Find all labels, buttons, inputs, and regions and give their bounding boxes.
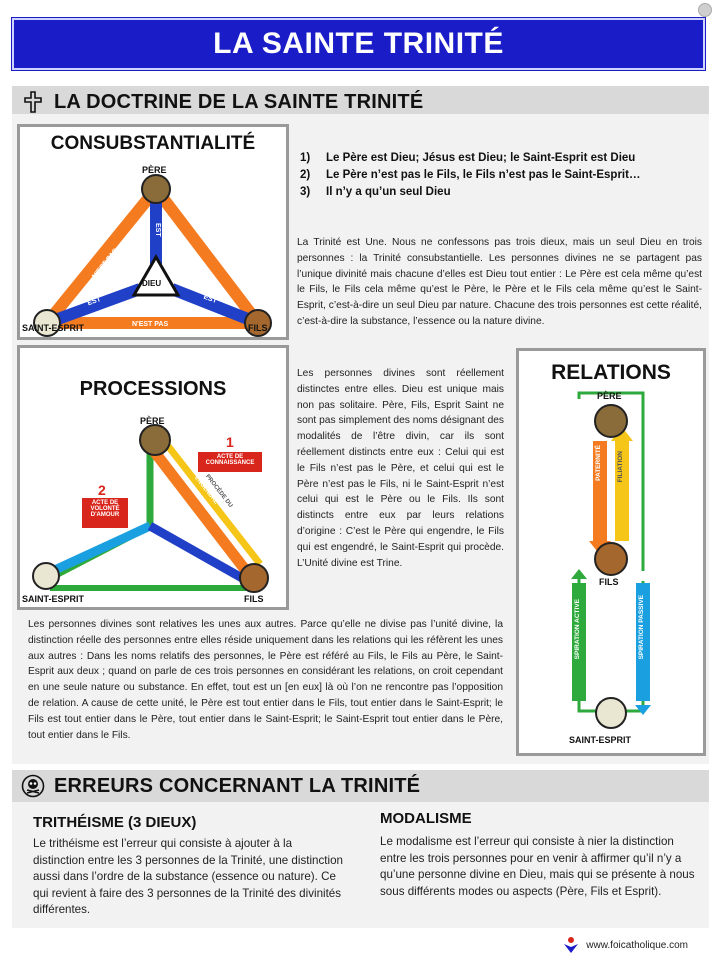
- footer: www.foicatholique.com: [562, 936, 688, 954]
- errors-body: [12, 802, 709, 928]
- consub-pere-label: PÈRE: [142, 165, 167, 175]
- errors-section-header: ERREURS CONCERNANT LA TRINITÉ: [12, 770, 709, 804]
- point-item: 2)Le Père n’est pas le Fils, le Fils n’e…: [300, 169, 641, 181]
- rel-pere-label: PÈRE: [597, 391, 622, 401]
- consub-title: CONSUBSTANTIALITÉ: [50, 133, 256, 154]
- relations-paragraph: Les personnes divines sont relatives les…: [28, 619, 503, 741]
- rel-esprit-label: SAINT-ESPRIT: [569, 735, 632, 745]
- title-banner: LA SAINTE TRINITÉ: [12, 18, 705, 70]
- point-item: 3)Il n’y a qu’un seul Dieu: [300, 186, 451, 198]
- svg-text:EST: EST: [202, 294, 218, 305]
- rel-fils-label: FILS: [599, 577, 619, 587]
- errors-section-title: ERREURS CONCERNANT LA TRINITÉ: [54, 774, 421, 797]
- doctrine-points: 1)Le Père est Dieu; Jésus est Dieu; le S…: [300, 150, 640, 201]
- rel-spiration-passive: SPIRATION PASSIVE: [638, 595, 645, 660]
- point-item: 1)Le Père est Dieu; Jésus est Dieu; le S…: [300, 152, 636, 164]
- rel-filiation: FILIATION: [617, 451, 624, 483]
- svg-text:EST: EST: [154, 223, 161, 237]
- distinction-paragraph: Les personnes divines sont réellement di…: [297, 368, 504, 569]
- relations-title: RELATIONS: [551, 361, 671, 384]
- proc-esprit-label: SAINT-ESPRIT: [22, 594, 85, 604]
- modalism-title: MODALISME: [380, 810, 472, 827]
- proc-acte1: ACTE DE CONNAISSANCE: [205, 454, 255, 466]
- tritheism-title: TRITHÉISME (3 DIEUX): [33, 814, 197, 831]
- cross-icon: [20, 89, 46, 115]
- consub-esprit-label: SAINT-ESPRIT: [22, 323, 85, 333]
- consubstantiality-diagram: CONSUBSTANTIALITÉ EST EST EST N'EST PAS …: [17, 124, 289, 340]
- consub-dieu-label: DIEU: [142, 279, 162, 288]
- consub-fils-label: FILS: [248, 323, 268, 333]
- unity-paragraph: La Trinité est Une. Nous ne confessons p…: [297, 237, 702, 327]
- relations-diagram: RELATIONS PÈRE PATERNITÉ FILIATION FILS …: [516, 348, 706, 756]
- site-logo-icon: [562, 936, 580, 954]
- processions-diagram: PROCESSIONS PROCÈDE DU SPIRENT ENGENDRE …: [17, 345, 289, 610]
- processions-title: PROCESSIONS: [79, 378, 227, 400]
- modalism-text: Le modalisme est l’erreur qui consiste à…: [380, 835, 695, 898]
- proc-num2: 2: [98, 482, 106, 498]
- skull-icon: [20, 773, 46, 799]
- proc-fils-label: FILS: [244, 594, 264, 604]
- tritheism-text: Le trithéisme est l’erreur qui consiste …: [33, 837, 343, 916]
- svg-text:EST: EST: [87, 296, 103, 307]
- doctrine-section-title: LA DOCTRINE DE LA SAINTE TRINITÉ: [54, 90, 424, 113]
- site-url[interactable]: www.foicatholique.com: [586, 939, 688, 951]
- proc-acte2: ACTE DE VOLONTÉ D'AMOUR: [90, 500, 120, 518]
- pin-icon: [698, 3, 712, 17]
- rel-spiration-active: SPIRATION ACTIVE: [574, 599, 581, 660]
- proc-pere-label: PÈRE: [140, 416, 165, 426]
- page-title: LA SAINTE TRINITÉ: [213, 27, 504, 60]
- rel-paternite: PATERNITÉ: [595, 445, 602, 481]
- proc-num1: 1: [226, 434, 234, 450]
- svg-text:N'EST PAS: N'EST PAS: [132, 321, 168, 328]
